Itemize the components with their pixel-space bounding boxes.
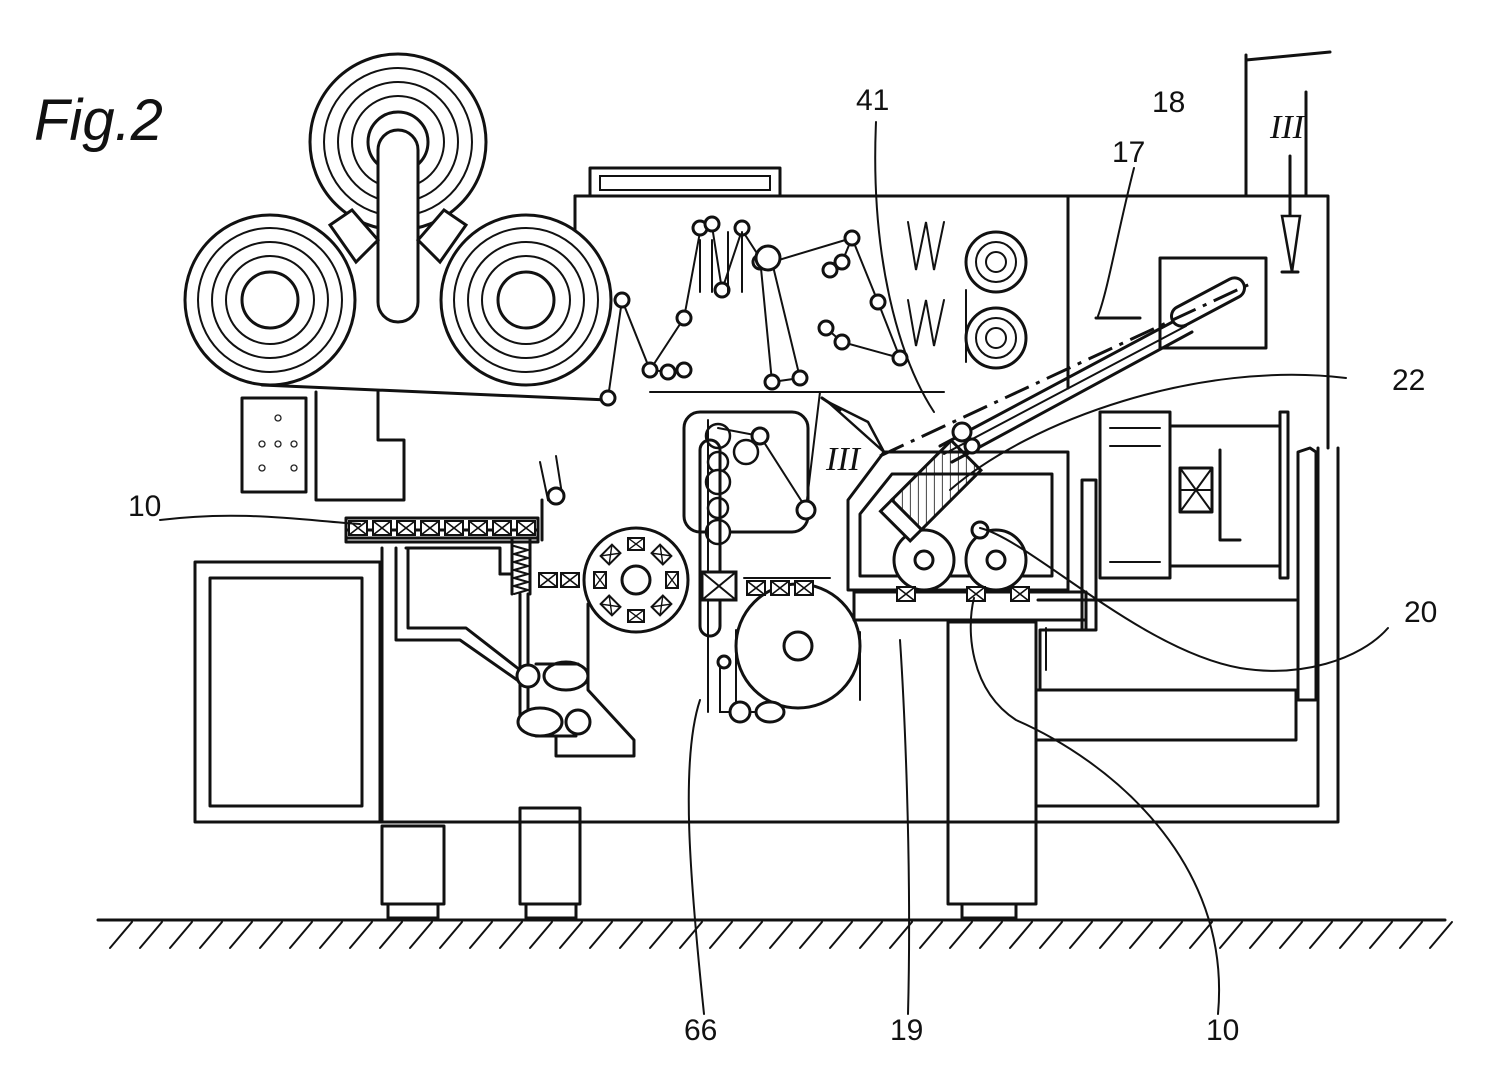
- drive-unit: [1080, 410, 1318, 702]
- section-label-lower: III: [825, 441, 862, 478]
- ref-label-20: 20: [1404, 596, 1437, 629]
- ground-line: [96, 918, 1453, 949]
- ref-label-66: 66: [684, 1014, 717, 1047]
- inclined-magazine: [878, 276, 1246, 544]
- machine-feet: [380, 620, 1038, 920]
- ref-label-22: 22: [1392, 364, 1425, 397]
- unit-18-box: [1158, 256, 1268, 350]
- reel-left: [183, 213, 357, 387]
- figure-title: Fig.2: [34, 88, 163, 153]
- vertical-roller-station: [682, 391, 821, 713]
- section-label-upper: III: [1269, 109, 1306, 146]
- leader-lines: [159, 121, 1389, 1015]
- sealing-drum: [716, 577, 862, 724]
- ref-label-10-left: 10: [128, 490, 161, 523]
- section-axis-line: [879, 282, 1251, 458]
- ref-label-10-bottom: 10: [1206, 1014, 1239, 1047]
- section-marker-lower: III: [820, 396, 886, 478]
- upper-housing: [573, 50, 1332, 450]
- control-panel: [240, 390, 406, 502]
- stacking-column: [510, 536, 592, 738]
- lower-frame: [193, 446, 1340, 824]
- web-path-rollers: [599, 215, 945, 407]
- ref-label-18: 18: [1152, 86, 1185, 119]
- ref-label-17: 17: [1112, 136, 1145, 169]
- ref-label-41: 41: [856, 84, 889, 117]
- film-reels-right: [907, 221, 1028, 370]
- right-roller-module: [846, 450, 1088, 692]
- turret-wheel: [554, 526, 690, 758]
- reel-baseline: [260, 383, 610, 402]
- section-marker-upper: III: [1269, 109, 1306, 274]
- reel-right: [439, 213, 613, 387]
- reel-top: [308, 52, 488, 324]
- ref-label-19: 19: [890, 1014, 923, 1047]
